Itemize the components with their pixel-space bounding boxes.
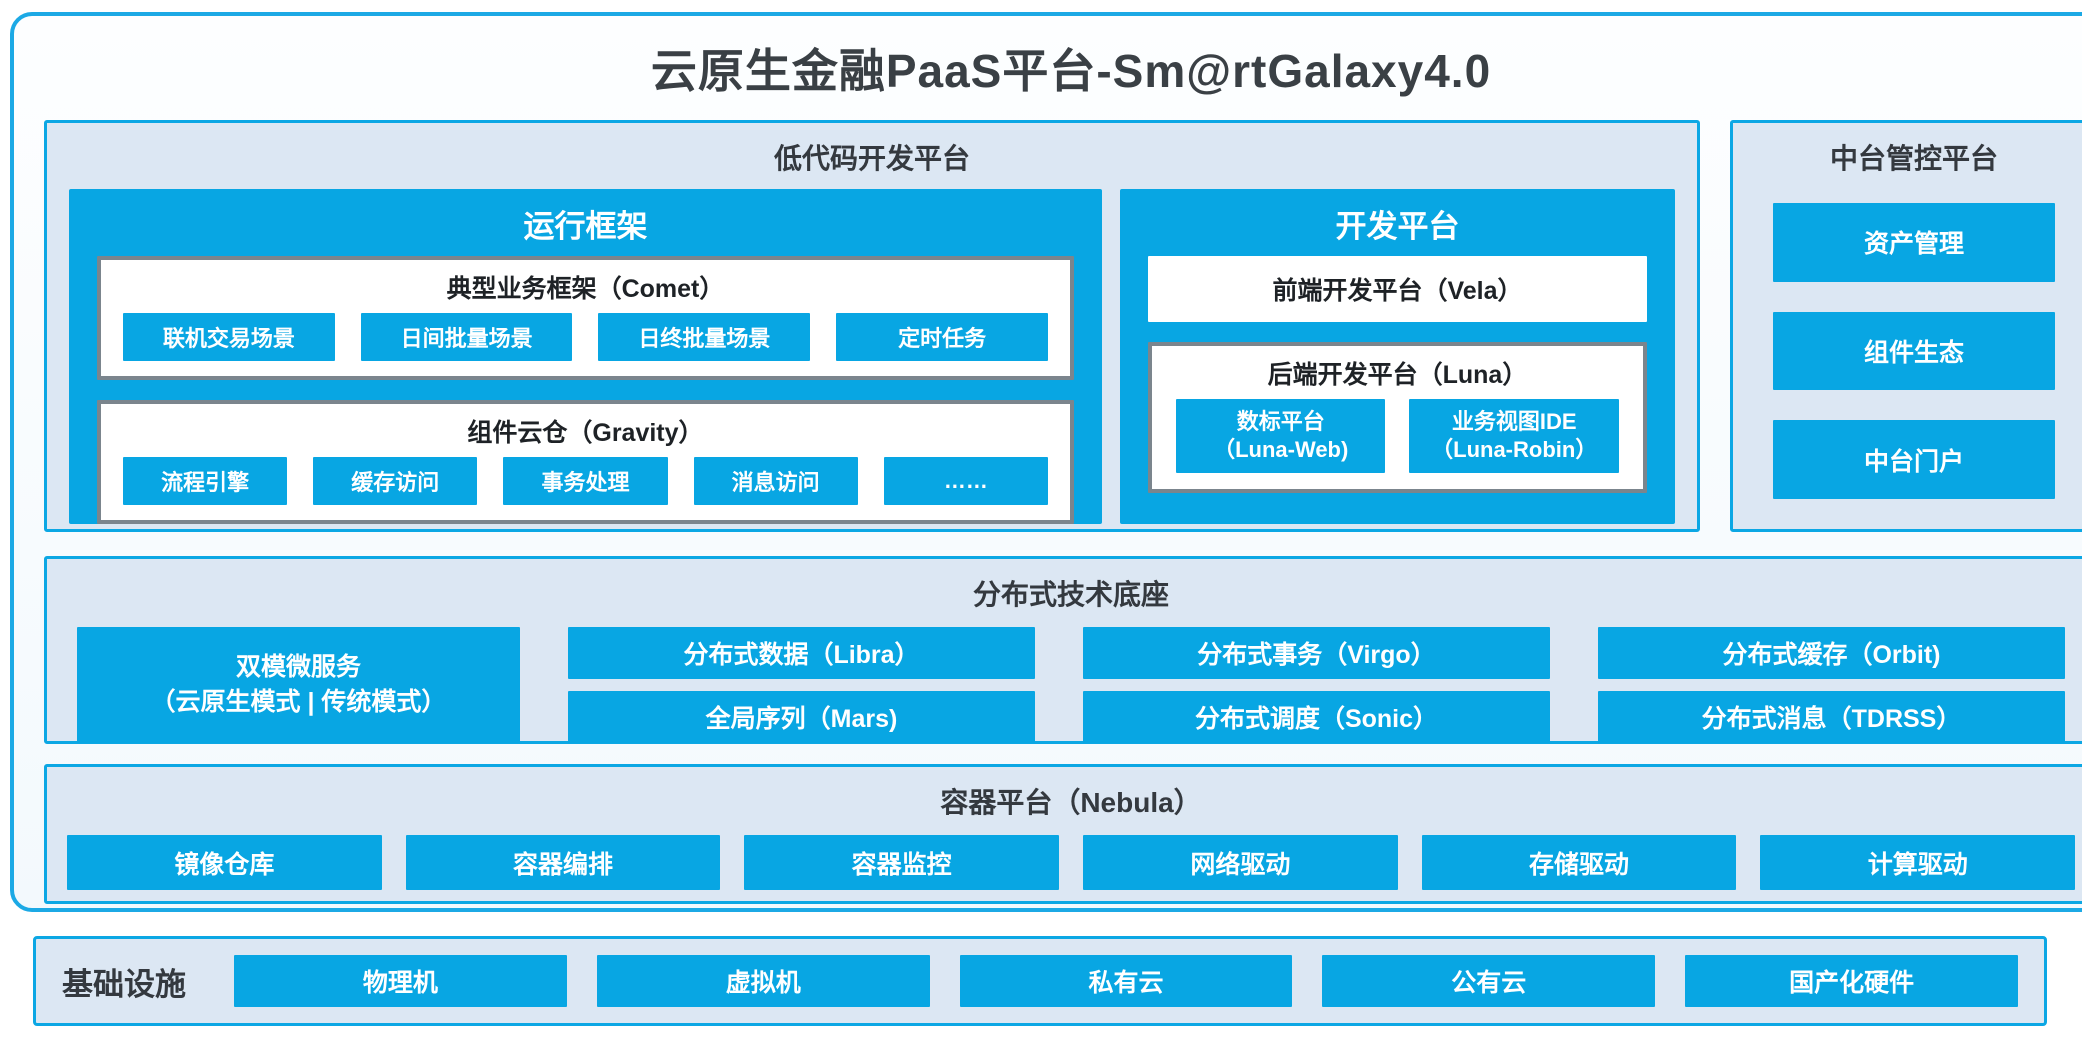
luna-web-chip: 数标平台 （Luna-Web) [1175, 399, 1386, 473]
comet-chip: 日间批量场景 [360, 313, 573, 361]
dev-platform-title: 开发平台 [1335, 209, 1460, 244]
orbit-box: 分布式缓存（Orbit) [1598, 627, 2065, 679]
runtime-framework-title: 运行框架 [523, 209, 648, 244]
tdrss-box: 分布式消息（TDRSS） [1598, 691, 2065, 743]
luna-title: 后端开发平台（Luna） [1267, 361, 1528, 389]
distributed-base-title: 分布式技术底座 [972, 579, 1169, 610]
private-cloud-box: 私有云 [959, 955, 1293, 1007]
domestic-hardware-box: 国产化硬件 [1685, 955, 2018, 1007]
distributed-base-panel: 分布式技术底座 双模微服务 （云原生模式 | 传统模式） 分布式数据（Libra… [44, 556, 2082, 744]
physical-machine-box: 物理机 [234, 955, 567, 1007]
lowcode-body: 运行框架 典型业务框架（Comet） 联机交易场景 日间批量场景 日终批量场景 … [47, 177, 1697, 546]
comet-framework-box: 典型业务框架（Comet） 联机交易场景 日间批量场景 日终批量场景 定时任务 [97, 256, 1074, 380]
dev-platform-panel: 开发平台 前端开发平台（Vela） 后端开发平台（Luna） 数标平台 （Lun… [1119, 189, 1675, 524]
runtime-framework-panel: 运行框架 典型业务框架（Comet） 联机交易场景 日间批量场景 日终批量场景 … [69, 189, 1102, 524]
luna-robin-code: （Luna-Robin） [1431, 437, 1598, 462]
gravity-chip: 事务处理 [503, 457, 668, 505]
luna-robin-chip: 业务视图IDE （Luna-Robin） [1409, 399, 1619, 473]
comet-chip: 联机交易场景 [123, 313, 335, 361]
component-ecosystem-box: 组件生态 [1773, 311, 2055, 391]
luna-robin-name: 业务视图IDE [1451, 409, 1577, 434]
infrastructure-band: 基础设施 物理机 虚拟机 私有云 公有云 国产化硬件 [33, 936, 2047, 1026]
distributed-body: 双模微服务 （云原生模式 | 传统模式） 分布式数据（Libra） 全局序列（M… [47, 613, 2082, 743]
public-cloud-box: 公有云 [1322, 955, 1656, 1007]
gravity-chip: 缓存访问 [313, 457, 478, 505]
dual-mode-microservice-box: 双模微服务 （云原生模式 | 传统模式） [77, 627, 520, 743]
top-row: 低代码开发平台 运行框架 典型业务框架（Comet） 联机交易场景 日间批量场景… [44, 120, 2082, 532]
infrastructure-label: 基础设施 [62, 966, 186, 1002]
libra-box: 分布式数据（Libra） [568, 627, 1035, 679]
comet-chip-row: 联机交易场景 日间批量场景 日终批量场景 定时任务 [101, 313, 1070, 376]
dual-mode-line1: 双模微服务 [235, 653, 361, 681]
lowcode-platform-title: 低代码开发平台 [773, 143, 970, 174]
middleware-portal-box: 中台门户 [1773, 420, 2055, 500]
architecture-frame: 云原生金融PaaS平台-Sm@rtGalaxy4.0 低代码开发平台 运行框架 … [10, 12, 2082, 912]
mars-box: 全局序列（Mars) [568, 691, 1035, 743]
asset-management-box: 资产管理 [1773, 203, 2055, 282]
comet-chip: 日终批量场景 [598, 313, 811, 361]
virgo-box: 分布式事务（Virgo） [1083, 627, 1550, 679]
luna-backend-box: 后端开发平台（Luna） 数标平台 （Luna-Web) 业务视图IDE （Lu… [1147, 342, 1647, 493]
comet-title: 典型业务框架（Comet） [446, 275, 725, 303]
gravity-warehouse-box: 组件云仓（Gravity） 流程引擎 缓存访问 事务处理 消息访问 …… [97, 400, 1074, 524]
luna-web-name: 数标平台 [1236, 409, 1325, 434]
virtual-machine-box: 虚拟机 [596, 955, 930, 1007]
middleware-box-list: 资产管理 组件生态 中台门户 [1733, 177, 2082, 529]
distributed-column-1: 分布式数据（Libra） 全局序列（Mars) [568, 627, 1035, 743]
distributed-column-3: 分布式缓存（Orbit) 分布式消息（TDRSS） [1598, 627, 2065, 743]
container-monitoring-box: 容器监控 [744, 835, 1060, 890]
vela-frontend-box: 前端开发平台（Vela） [1147, 256, 1647, 322]
network-driver-box: 网络驱动 [1083, 835, 1398, 890]
dual-mode-line2: （云原生模式 | 传统模式） [150, 688, 447, 716]
container-platform-title: 容器平台（Nebula） [940, 787, 1202, 818]
container-chip-row: 镜像仓库 容器编排 容器监控 网络驱动 存储驱动 计算驱动 [47, 835, 2082, 890]
storage-driver-box: 存储驱动 [1421, 835, 1737, 890]
sonic-box: 分布式调度（Sonic） [1083, 691, 1550, 743]
comet-chip: 定时任务 [836, 313, 1048, 361]
container-orchestration-box: 容器编排 [405, 835, 721, 890]
compute-driver-box: 计算驱动 [1760, 835, 2076, 890]
middleware-control-title: 中台管控平台 [1829, 143, 1998, 174]
middleware-control-panel: 中台管控平台 资产管理 组件生态 中台门户 [1730, 120, 2082, 532]
gravity-chip: 流程引擎 [123, 457, 288, 505]
page-title: 云原生金融PaaS平台-Sm@rtGalaxy4.0 [650, 45, 1492, 97]
gravity-title: 组件云仓（Gravity） [467, 419, 704, 447]
distributed-column-2: 分布式事务（Virgo） 分布式调度（Sonic） [1083, 627, 1550, 743]
lowcode-platform-panel: 低代码开发平台 运行框架 典型业务框架（Comet） 联机交易场景 日间批量场景… [44, 120, 1700, 532]
gravity-chip: …… [883, 457, 1048, 505]
gravity-chip: 消息访问 [693, 457, 858, 505]
luna-chip-row: 数标平台 （Luna-Web) 业务视图IDE （Luna-Robin） [1152, 399, 1643, 489]
gravity-chip-row: 流程引擎 缓存访问 事务处理 消息访问 …… [101, 457, 1070, 520]
container-platform-panel: 容器平台（Nebula） 镜像仓库 容器编排 容器监控 网络驱动 存储驱动 计算… [44, 764, 2082, 904]
image-registry-box: 镜像仓库 [67, 835, 382, 890]
luna-web-code: （Luna-Web) [1213, 437, 1349, 462]
